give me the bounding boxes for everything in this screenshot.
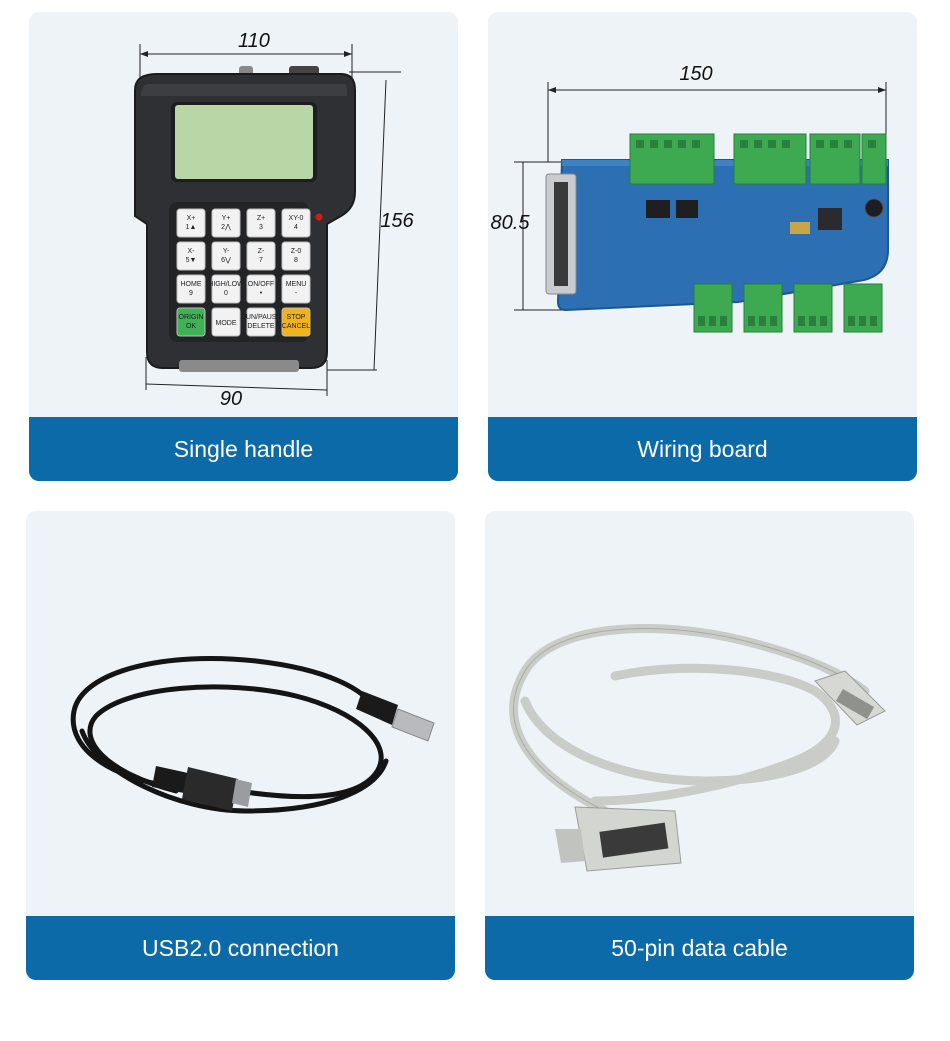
data-cable-illustration	[509, 624, 886, 872]
keypad-key[interactable]: MENU -	[281, 274, 311, 304]
keypad-key-label: 6⋁	[221, 256, 231, 264]
usb-cable-illustration	[70, 656, 435, 814]
keypad-key-label: HOME	[181, 281, 202, 288]
keypad-key-label: XY-0	[289, 215, 304, 222]
usb-cable	[70, 656, 389, 814]
card-title-wiring-board: Wiring board	[637, 435, 768, 462]
keypad-key-label: •	[260, 290, 263, 297]
keypad-key[interactable]: Y-6⋁	[211, 241, 241, 271]
keypad: X+1▲Y+2⋀Z+3XY-04X-5▼Y-6⋁Z-7Z-08HOME9HIGH…	[176, 208, 311, 337]
keypad-key-label: OK	[186, 323, 196, 330]
keypad-key-label: MENU	[286, 281, 307, 288]
keypad-key-label: 0	[224, 290, 228, 297]
keypad-key-label: RUN/PAUSE	[241, 314, 282, 321]
keypad-key-label: 4	[294, 224, 298, 231]
keypad-key[interactable]: STOP CANCEL	[281, 307, 311, 337]
keypad-key-label: X+	[187, 215, 196, 222]
keypad-key-label: -	[295, 290, 298, 297]
keypad-key-label: CANCEL	[282, 323, 311, 330]
usb-b-plug-icon	[152, 766, 252, 811]
keypad-key[interactable]: RUN/PAUSE DELETE	[241, 307, 282, 337]
dim-line-bottom	[145, 383, 328, 391]
keypad-key-label: 2⋀	[221, 223, 231, 231]
usb-a-plug-icon	[356, 691, 435, 742]
keypad-key-label: 7	[259, 257, 263, 264]
keypad-key-label: 8	[294, 257, 298, 264]
card-title-bar: Wiring board	[488, 417, 917, 481]
card-title-usb-connection: USB2.0 connection	[142, 934, 339, 961]
keypad-key-label: Z-0	[291, 248, 302, 255]
card-title-bar: 50-pin data cable	[485, 916, 914, 980]
dim-line-height	[373, 79, 387, 371]
keypad-key-label: 9	[189, 290, 193, 297]
dim-board-height: 80.5	[491, 212, 531, 234]
ic-chip	[646, 200, 670, 218]
product-card-usb-connection: USB2.0 connection	[26, 511, 455, 980]
dim-width-bottom: 90	[220, 388, 242, 410]
keypad-key-label: STOP	[287, 314, 306, 321]
keypad-key[interactable]: XY-0 4	[281, 208, 311, 238]
keypad-key-label: HIGH/LOW	[208, 281, 244, 288]
keypad-key[interactable]: MODE	[211, 307, 241, 337]
dim-height: 156	[380, 210, 414, 232]
keypad-key-label: DELETE	[247, 323, 275, 330]
dim-width-top: 110	[238, 30, 270, 52]
keypad-key[interactable]: Y+2⋀	[211, 208, 241, 238]
keypad-key-label: X-	[188, 248, 196, 255]
card-title-data-cable: 50-pin data cable	[611, 934, 788, 961]
grey-cable	[509, 624, 870, 816]
keypad-key[interactable]: Z- 7	[246, 241, 276, 271]
keypad-key[interactable]: Z-08	[281, 241, 311, 271]
product-card-data-cable: 50-pin data cable	[485, 511, 914, 980]
keypad-key[interactable]: X- 5▼	[176, 241, 206, 271]
handle-illustration: 110 156 90 X+1▲Y+2⋀Z+3XY-04X-5▼Y-6⋁Z-7Z-…	[134, 30, 415, 410]
keypad-key[interactable]: ORIGIN OK	[176, 307, 206, 337]
keypad-key-label: Z-	[258, 248, 265, 255]
keypad-key-label: 5▼	[186, 257, 197, 264]
wiring-board-illustration: 150 80.5	[491, 63, 889, 333]
db50-plug-right-icon	[814, 670, 886, 726]
keypad-key-label: 1▲	[186, 224, 197, 231]
keypad-key-label: Y+	[222, 215, 231, 222]
keypad-key-label: Y-	[223, 248, 230, 255]
card-title-bar: Single handle	[29, 417, 458, 481]
keypad-key-label: ORIGIN	[179, 314, 204, 321]
keypad-key[interactable]: Z+ 3	[246, 208, 276, 238]
power-led-icon	[315, 213, 323, 221]
keypad-key-label: Z+	[257, 215, 265, 222]
keypad-key-label: ON/OFF	[248, 281, 274, 288]
lcd-screen	[175, 105, 313, 179]
product-card-wiring-board: 150 80.5	[488, 12, 917, 481]
keypad-key[interactable]: X+ 1▲	[176, 208, 206, 238]
db50-plug-bottom-icon	[555, 806, 682, 872]
keypad-key-label: MODE	[216, 320, 237, 327]
card-title-bar: USB2.0 connection	[26, 916, 455, 980]
card-title-single-handle: Single handle	[173, 435, 314, 462]
keypad-key[interactable]: HIGH/LOW 0	[208, 274, 244, 304]
keypad-key[interactable]: HOME 9	[176, 274, 206, 304]
keypad-key[interactable]: ON/OFF •	[246, 274, 276, 304]
keypad-key-label: 3	[259, 224, 263, 231]
dim-board-width: 150	[679, 63, 712, 85]
